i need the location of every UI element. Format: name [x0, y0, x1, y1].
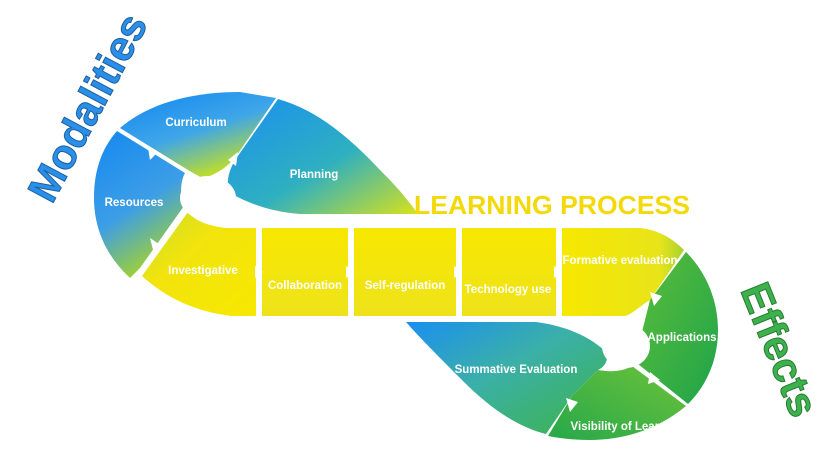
label-self-regulation: Self-regulation [365, 280, 446, 292]
title-learning-process: LEARNING PROCESS [414, 190, 690, 220]
label-summative-evaluation: Summative Evaluation [455, 364, 578, 376]
segment-visibility-of-learning [548, 366, 686, 440]
label-visibility-of-learning: Visibility of Learning [571, 421, 684, 433]
segment-investigative [142, 212, 256, 316]
segment-curriculum [120, 92, 276, 178]
segment-resources [94, 131, 185, 278]
label-investigative: Investigative [168, 265, 238, 277]
segment-summative-evaluation [406, 322, 607, 434]
label-applications: Applications [647, 332, 716, 344]
label-technology-use: Technology use [465, 284, 552, 296]
segment-connectors [148, 148, 662, 412]
label-formative-evaluation: Formative evaluation [562, 255, 677, 267]
segment-technology-use [462, 228, 556, 316]
right-loop-hole [602, 324, 650, 368]
segment-self-regulation [354, 228, 456, 316]
label-planning: Planning [290, 169, 339, 181]
segment-collaboration [262, 228, 348, 316]
left-loop-hole [180, 176, 236, 220]
label-resources: Resources [105, 197, 164, 209]
title-effects: Effects [732, 276, 827, 423]
segment-applications [638, 252, 718, 404]
label-curriculum: Curriculum [165, 117, 226, 129]
label-collaboration: Collaboration [268, 280, 342, 292]
segment-planning [227, 99, 418, 214]
